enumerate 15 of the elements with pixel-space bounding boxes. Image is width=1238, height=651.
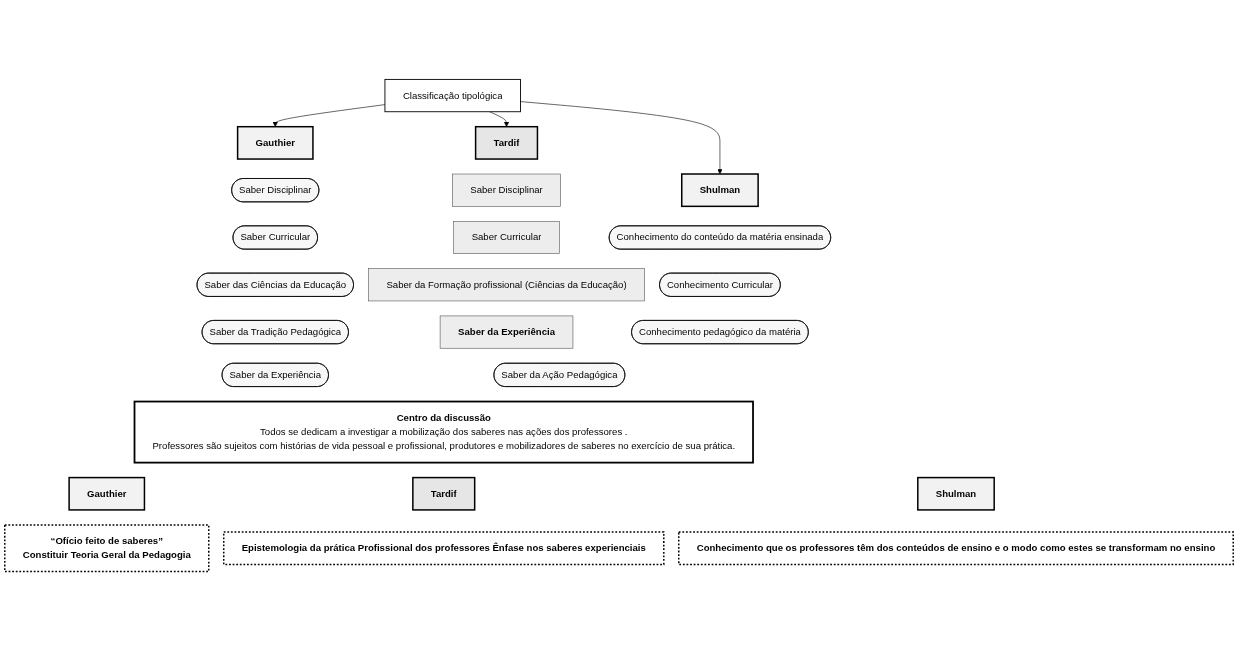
node-box: “Ofício feito de saberes” Constituir Teoria Geral da Pedagogia — [4, 524, 210, 573]
node-box: Saber Curricular — [453, 221, 560, 254]
node-box: Saber da Experiência — [439, 315, 574, 349]
node-box: Centro da discussão Todos se dedicam a investigar a mobilização dos saberes nas ações dos professores . Professores são sujeitos com histórias de vida pessoal e profissional, produtores e mobilizadores de saberes no exercício de sua prática. — [133, 400, 754, 464]
node-box: Tardif — [474, 125, 539, 160]
node-box: Saber da Formação profissional (Ciências da Educação) — [368, 268, 645, 302]
node-box: Shulman — [917, 476, 995, 511]
node-box: Saber Disciplinar — [452, 173, 561, 207]
node-box: Shulman — [681, 173, 759, 208]
node-box: Gauthier — [236, 125, 314, 160]
node-box: Epistemologia da prática Profissional dos professores Ênfase nos saberes experienciais — [223, 531, 665, 566]
node-box: Classificação tipológica — [384, 78, 521, 113]
node-box: Tardif — [412, 476, 476, 511]
node-box: Conhecimento que os professores têm dos conteúdos de ensino e o modo como estes se transformam no ensino — [678, 531, 1234, 566]
node-box: Gauthier — [68, 476, 146, 511]
